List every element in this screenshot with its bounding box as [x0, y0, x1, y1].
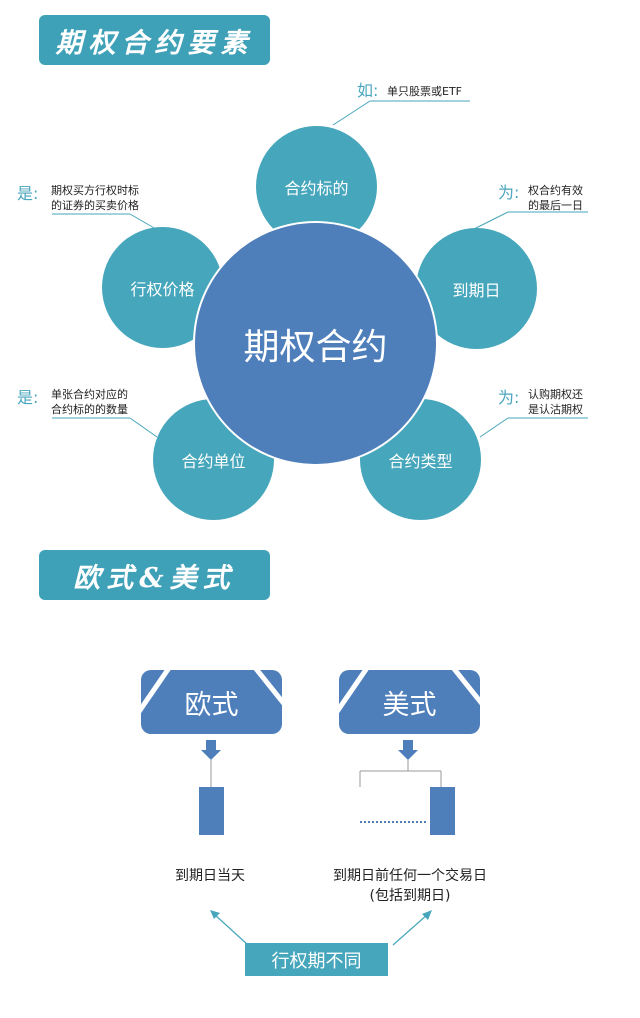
unit-prefix: 是: — [17, 388, 39, 407]
circle-unit-label: 合约单位 — [181, 451, 246, 471]
strike-note: 期权买方行权时标 的证券的买卖价格 — [51, 183, 139, 213]
american-box-label: 美式 — [382, 689, 437, 721]
european-box: 欧式 — [141, 670, 282, 734]
european-down-arrow — [201, 740, 221, 760]
leader-unit-d — [129, 417, 158, 438]
circle-expiry-label: 到期日 — [452, 280, 501, 300]
american-caption-line-2: (包括到期日) — [369, 888, 451, 904]
type-note: 认购期权还 是认沽期权 — [528, 387, 583, 417]
unit-note-line-2: 合约标的的数量 — [51, 403, 128, 416]
type-note-line-2: 是认沽期权 — [528, 403, 583, 416]
underlying-prefix: 如: — [357, 81, 379, 100]
expiry-note-line-1: 权合约有效 — [528, 184, 583, 197]
unit-note-line-1: 单张合约对应的 — [51, 388, 128, 401]
type-note-line-1: 认购期权还 — [528, 388, 583, 401]
footer-arrow-right — [392, 913, 429, 946]
strike-prefix: 是: — [17, 184, 39, 203]
european-exercise-bar — [199, 787, 224, 835]
american-caption-line-1: 到期日前任何一个交易日 — [333, 868, 487, 884]
european-caption: 到期日当天 — [140, 866, 280, 886]
footer-arrowhead-right — [422, 910, 432, 920]
american-box: 美式 — [339, 670, 480, 734]
underlying-note: 单只股票或ETF — [387, 84, 462, 99]
leader-expiry — [473, 211, 509, 230]
footer-arrow-left — [213, 913, 249, 946]
circle-type-label: 合约类型 — [388, 451, 453, 471]
section-title-elements: 期权合约要素 — [39, 15, 270, 65]
underlying-note-line-1: 单只股票或ETF — [387, 85, 462, 98]
american-down-arrow — [398, 740, 418, 760]
american-box-decor — [339, 670, 480, 714]
leader-strike-d — [129, 213, 157, 230]
type-prefix: 为: — [498, 388, 520, 407]
leader-type — [479, 417, 509, 438]
footer-badge-text: 行权期不同 — [271, 950, 362, 972]
leader-underlying — [332, 100, 371, 126]
unit-note: 单张合约对应的 合约标的的数量 — [51, 387, 128, 417]
strike-note-line-2: 的证券的买卖价格 — [51, 199, 139, 212]
section-title-styles-text: 欧式&美式 — [73, 562, 236, 594]
footer-arrowhead-left — [210, 910, 220, 919]
expiry-note: 权合约有效 的最后一日 — [528, 183, 583, 213]
circle-center-option-contract: 期权合约 — [195, 223, 436, 464]
american-caption: 到期日前任何一个交易日 (包括到期日) — [310, 866, 510, 906]
circle-strike-label: 行权价格 — [130, 279, 195, 299]
footer-badge: 行权期不同 — [245, 943, 388, 976]
section-title-elements-text: 期权合约要素 — [55, 27, 254, 59]
circle-expiry: 到期日 — [416, 228, 537, 349]
section-title-styles: 欧式&美式 — [39, 550, 270, 600]
circle-underlying-label: 合约标的 — [284, 178, 349, 198]
expiry-note-line-2: 的最后一日 — [528, 199, 583, 212]
european-box-decor — [141, 670, 282, 714]
strike-note-line-1: 期权买方行权时标 — [51, 184, 139, 197]
european-box-label: 欧式 — [184, 689, 239, 721]
circle-center-label: 期权合约 — [243, 326, 388, 368]
expiry-prefix: 为: — [498, 183, 520, 202]
american-exercise-bar — [430, 787, 455, 835]
european-caption-text: 到期日当天 — [175, 868, 245, 884]
